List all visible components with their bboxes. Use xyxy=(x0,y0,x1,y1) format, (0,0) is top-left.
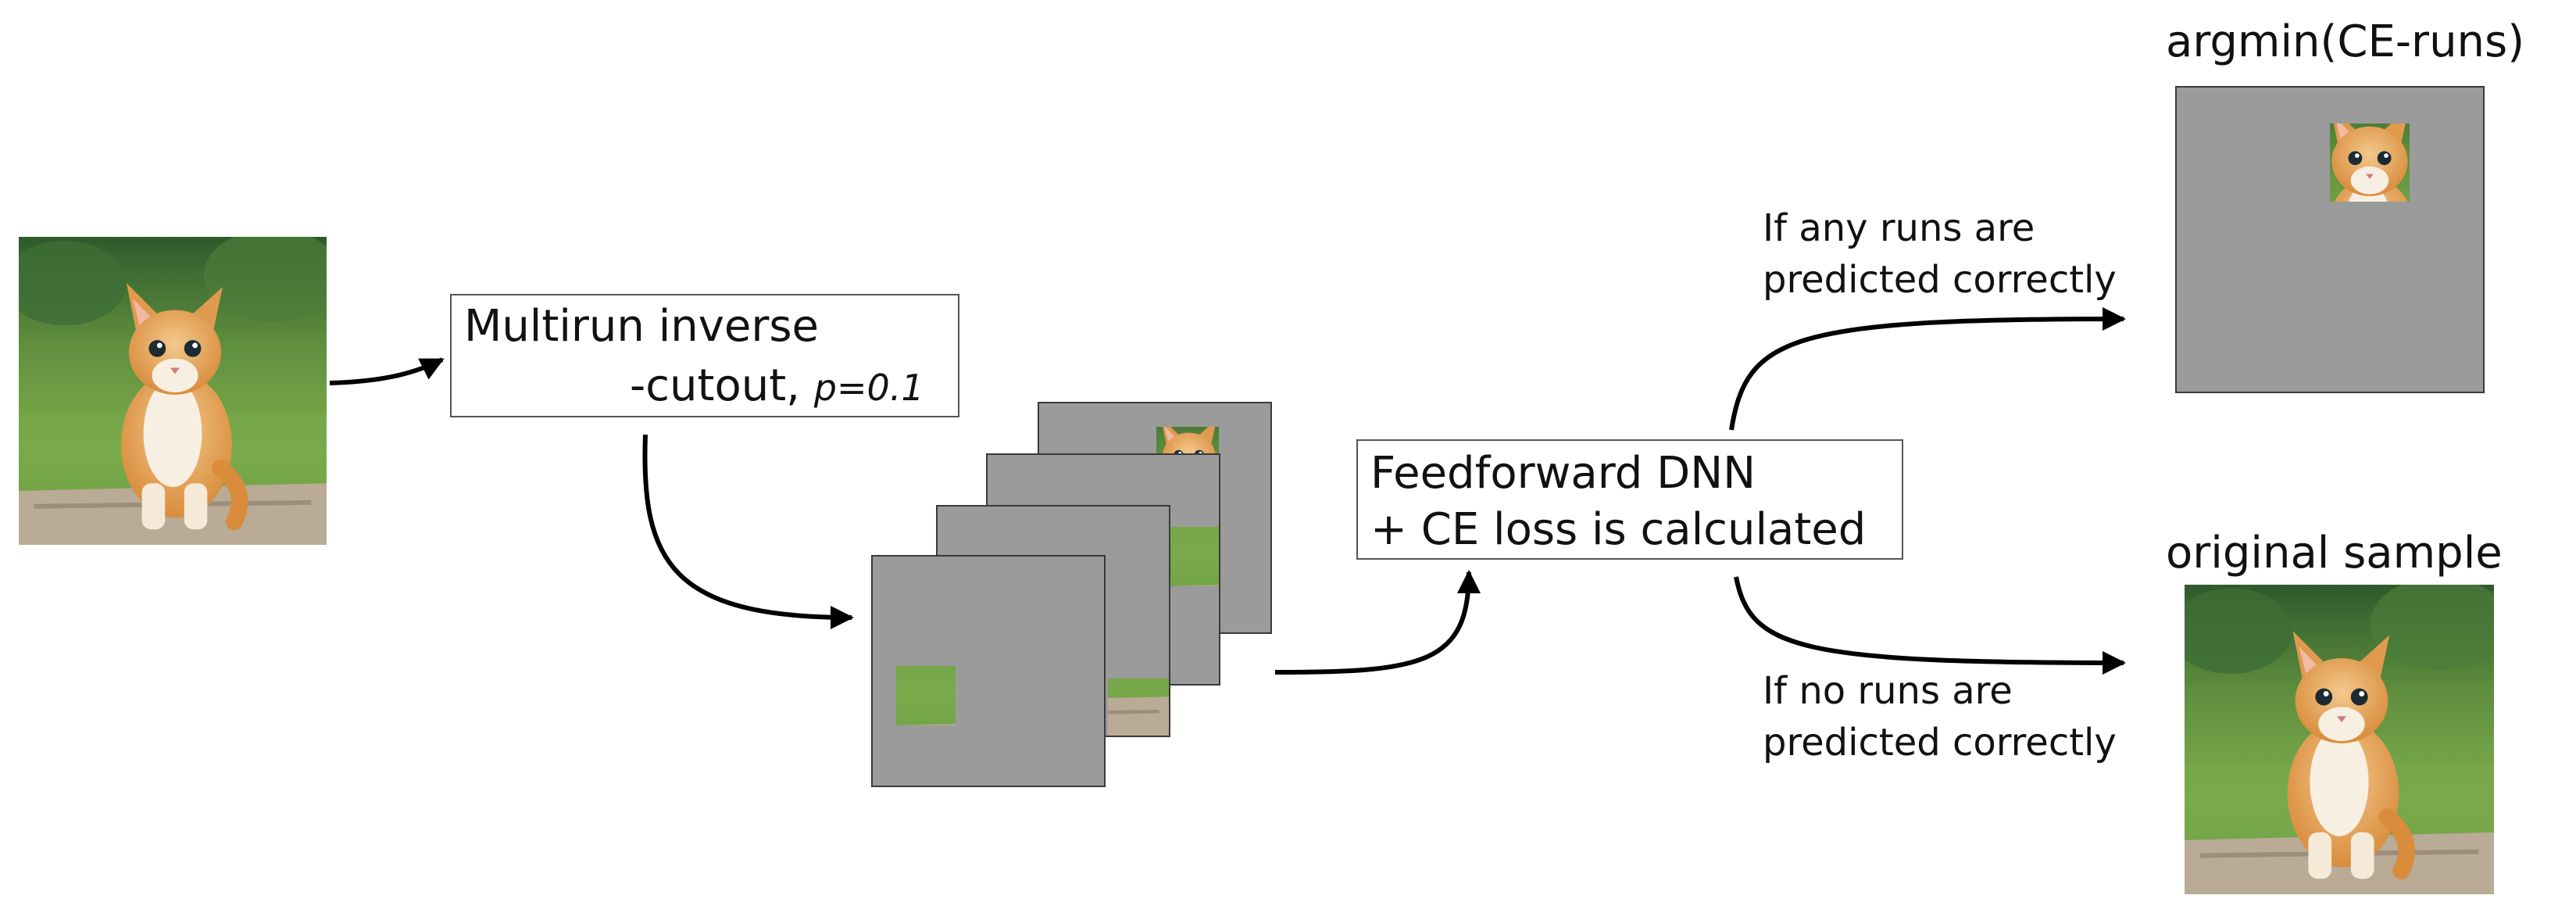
cutout-line: -cutout, p=0.1 xyxy=(630,364,924,408)
branch-no-line-2: predicted correctly xyxy=(1763,721,2117,764)
multirun-title: Multirun inverse xyxy=(464,301,819,352)
original-sample-title: original sample xyxy=(2166,528,2503,578)
run-image-1 xyxy=(871,555,1106,787)
branch-no-line-1: If no runs are xyxy=(1763,669,2013,713)
arrow-dnn-to-argmin xyxy=(1729,307,2126,431)
arrow-cutout-to-runs xyxy=(642,434,854,629)
arrow-dnn-to-original xyxy=(1734,576,2126,675)
cutout-label: -cutout, xyxy=(630,360,814,411)
branch-yes-line-2: predicted correctly xyxy=(1763,258,2117,302)
argmin-result-image xyxy=(2175,86,2485,393)
cutout-param: p=0.1 xyxy=(813,367,924,409)
arrow-input-to-cutout xyxy=(329,357,445,385)
argmin-title: argmin(CE-runs) xyxy=(2166,16,2525,67)
dnn-line-1: Feedforward DNN xyxy=(1370,448,1756,499)
branch-yes-line-1: If any runs are xyxy=(1763,206,2035,250)
arrow-runs-to-dnn xyxy=(1274,570,1481,675)
multirun-cutout-box: Multirun inverse -cutout, p=0.1 xyxy=(450,294,959,417)
dnn-line-2: + CE loss is calculated xyxy=(1370,504,1867,555)
feedforward-dnn-box: Feedforward DNN + CE loss is calculated xyxy=(1356,439,1903,560)
